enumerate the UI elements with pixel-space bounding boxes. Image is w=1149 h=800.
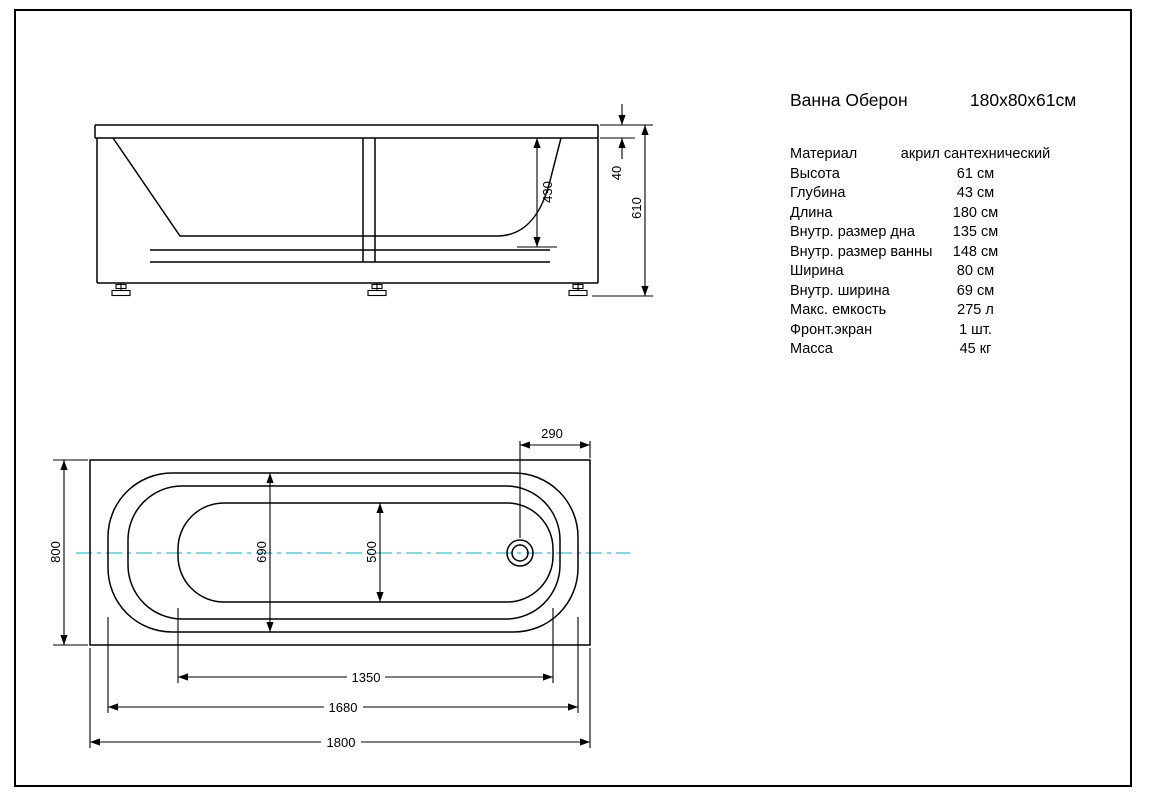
spec-value: 69 см	[956, 282, 995, 299]
side-bowl-profile	[112, 137, 562, 237]
dim-inner-length-label: 1680	[329, 700, 358, 715]
spec-label: Фронт.экран	[790, 321, 873, 338]
drain-outer-circle	[506, 539, 534, 567]
rim-outer-outline	[107, 472, 579, 633]
spec-value: 61 см	[956, 165, 995, 182]
dim-drain-offset-label: 290	[541, 426, 563, 441]
spec-value: 275 л	[957, 302, 994, 318]
drain-inner-circle	[511, 544, 529, 562]
side-view-drawing: 430 40 610	[94, 104, 653, 297]
spec-label: Материал	[790, 146, 858, 162]
spec-value: 148 см	[952, 243, 999, 260]
spec-label: Длина	[790, 204, 833, 221]
spec-label: Макс. емкость	[790, 302, 887, 318]
product-title: Ванна Оберон	[790, 90, 908, 110]
dim-height-label: 610	[629, 197, 644, 219]
deck-outline	[89, 459, 591, 646]
foot-middle	[367, 283, 387, 297]
sheet-border	[14, 9, 1132, 787]
foot-left	[111, 283, 131, 297]
side-mid-support	[362, 138, 376, 262]
title-row: Ванна Оберон 180x80x61см	[790, 90, 1076, 111]
bottom-outline	[177, 502, 554, 603]
spec-label: Внутр. размер дна	[790, 224, 915, 240]
dim-length-label: 1800	[327, 735, 356, 750]
spec-value: 45 кг	[959, 341, 992, 357]
side-frame-rails	[150, 249, 550, 263]
dim-length-mask	[321, 735, 361, 749]
spec-value: акрил сантехнический	[900, 146, 1051, 162]
spec-value: 43 см	[956, 185, 995, 201]
rim-inner-outline	[127, 485, 561, 620]
spec-label: Внутр. размер ванны	[790, 243, 933, 260]
dim-bottom-width-label: 500	[364, 541, 379, 563]
dim-rim-label: 40	[609, 166, 624, 180]
top-view-drawing: 290 800 690 500 1350 1680	[48, 426, 630, 750]
spec-label: Высота	[790, 165, 840, 182]
spec-value: 135 см	[952, 224, 999, 240]
dim-inner-length-mask	[324, 700, 363, 714]
spec-value: 180 см	[952, 204, 999, 221]
spec-value: 80 см	[956, 263, 995, 279]
spec-label: Ширина	[790, 263, 844, 279]
spec-label: Внутр. ширина	[790, 282, 890, 299]
dim-width-label: 800	[48, 541, 63, 563]
spec-label: Глубина	[790, 185, 846, 201]
spec-value: 1 шт.	[959, 321, 992, 338]
dim-bottom-length-label: 1350	[352, 670, 381, 685]
dim-inner-width-label: 690	[254, 541, 269, 563]
foot-right	[568, 283, 588, 297]
spec-label: Масса	[790, 341, 833, 357]
product-size: 180x80x61см	[969, 90, 1077, 110]
dim-depth-label: 430	[540, 181, 555, 203]
dim-bottom-length-mask	[347, 670, 385, 684]
